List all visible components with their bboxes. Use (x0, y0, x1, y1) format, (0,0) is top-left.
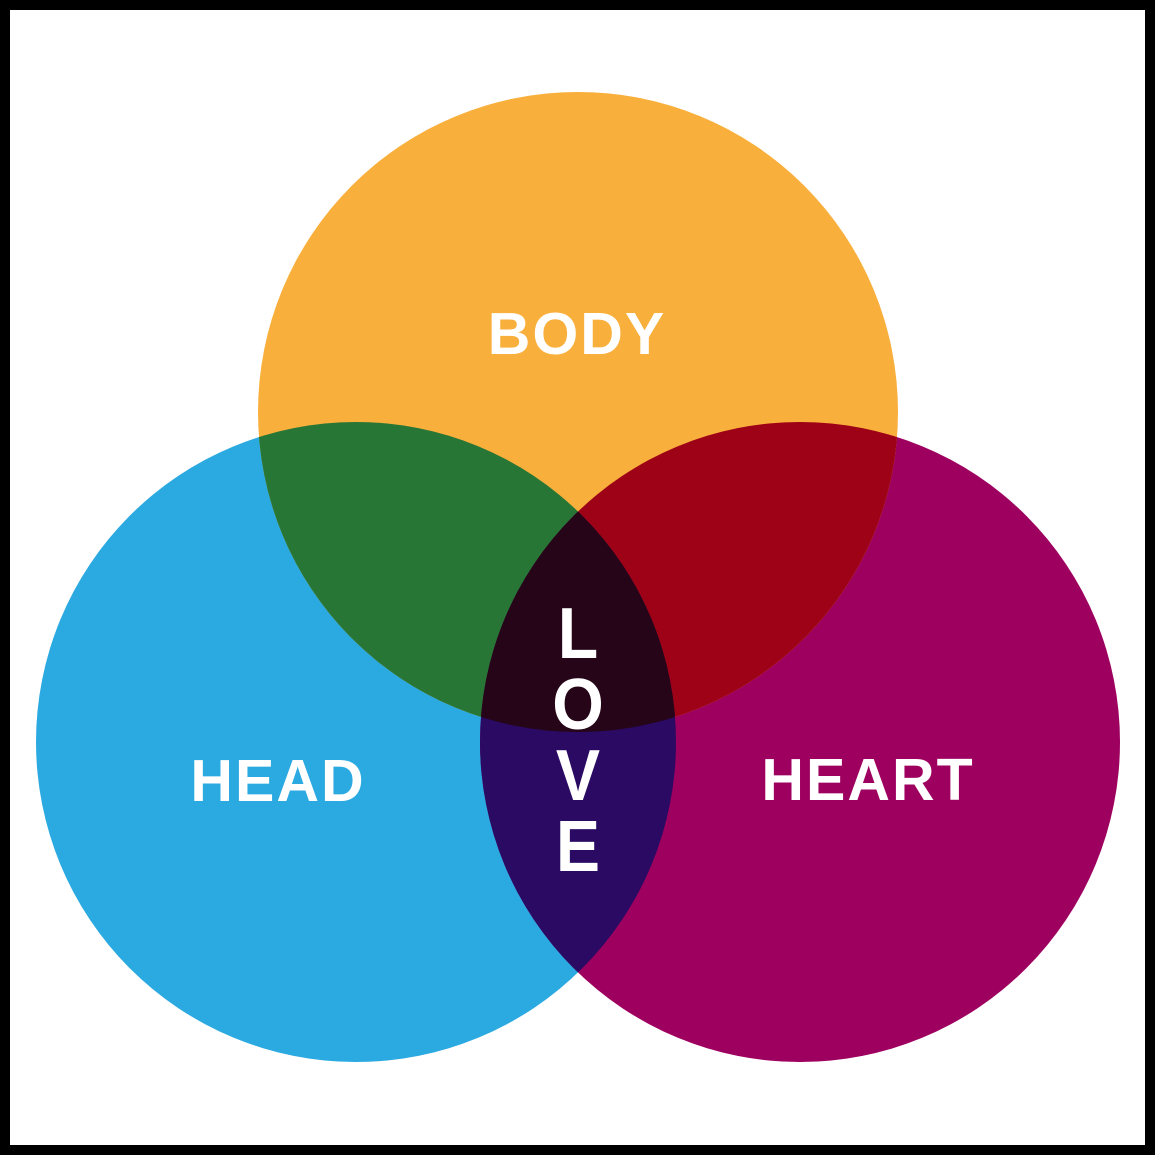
love-letter-o: O (552, 664, 604, 745)
label-heart: HEART (761, 747, 975, 813)
love-letter-v: V (555, 735, 601, 816)
label-love: L O V E (550, 593, 606, 887)
label-body: BODY (487, 301, 667, 367)
label-head: HEAD (190, 748, 366, 814)
love-letter-l: L (557, 593, 599, 674)
love-letter-e: E (555, 806, 601, 887)
region-body-head (258, 422, 676, 732)
region-body-heart (480, 422, 898, 732)
